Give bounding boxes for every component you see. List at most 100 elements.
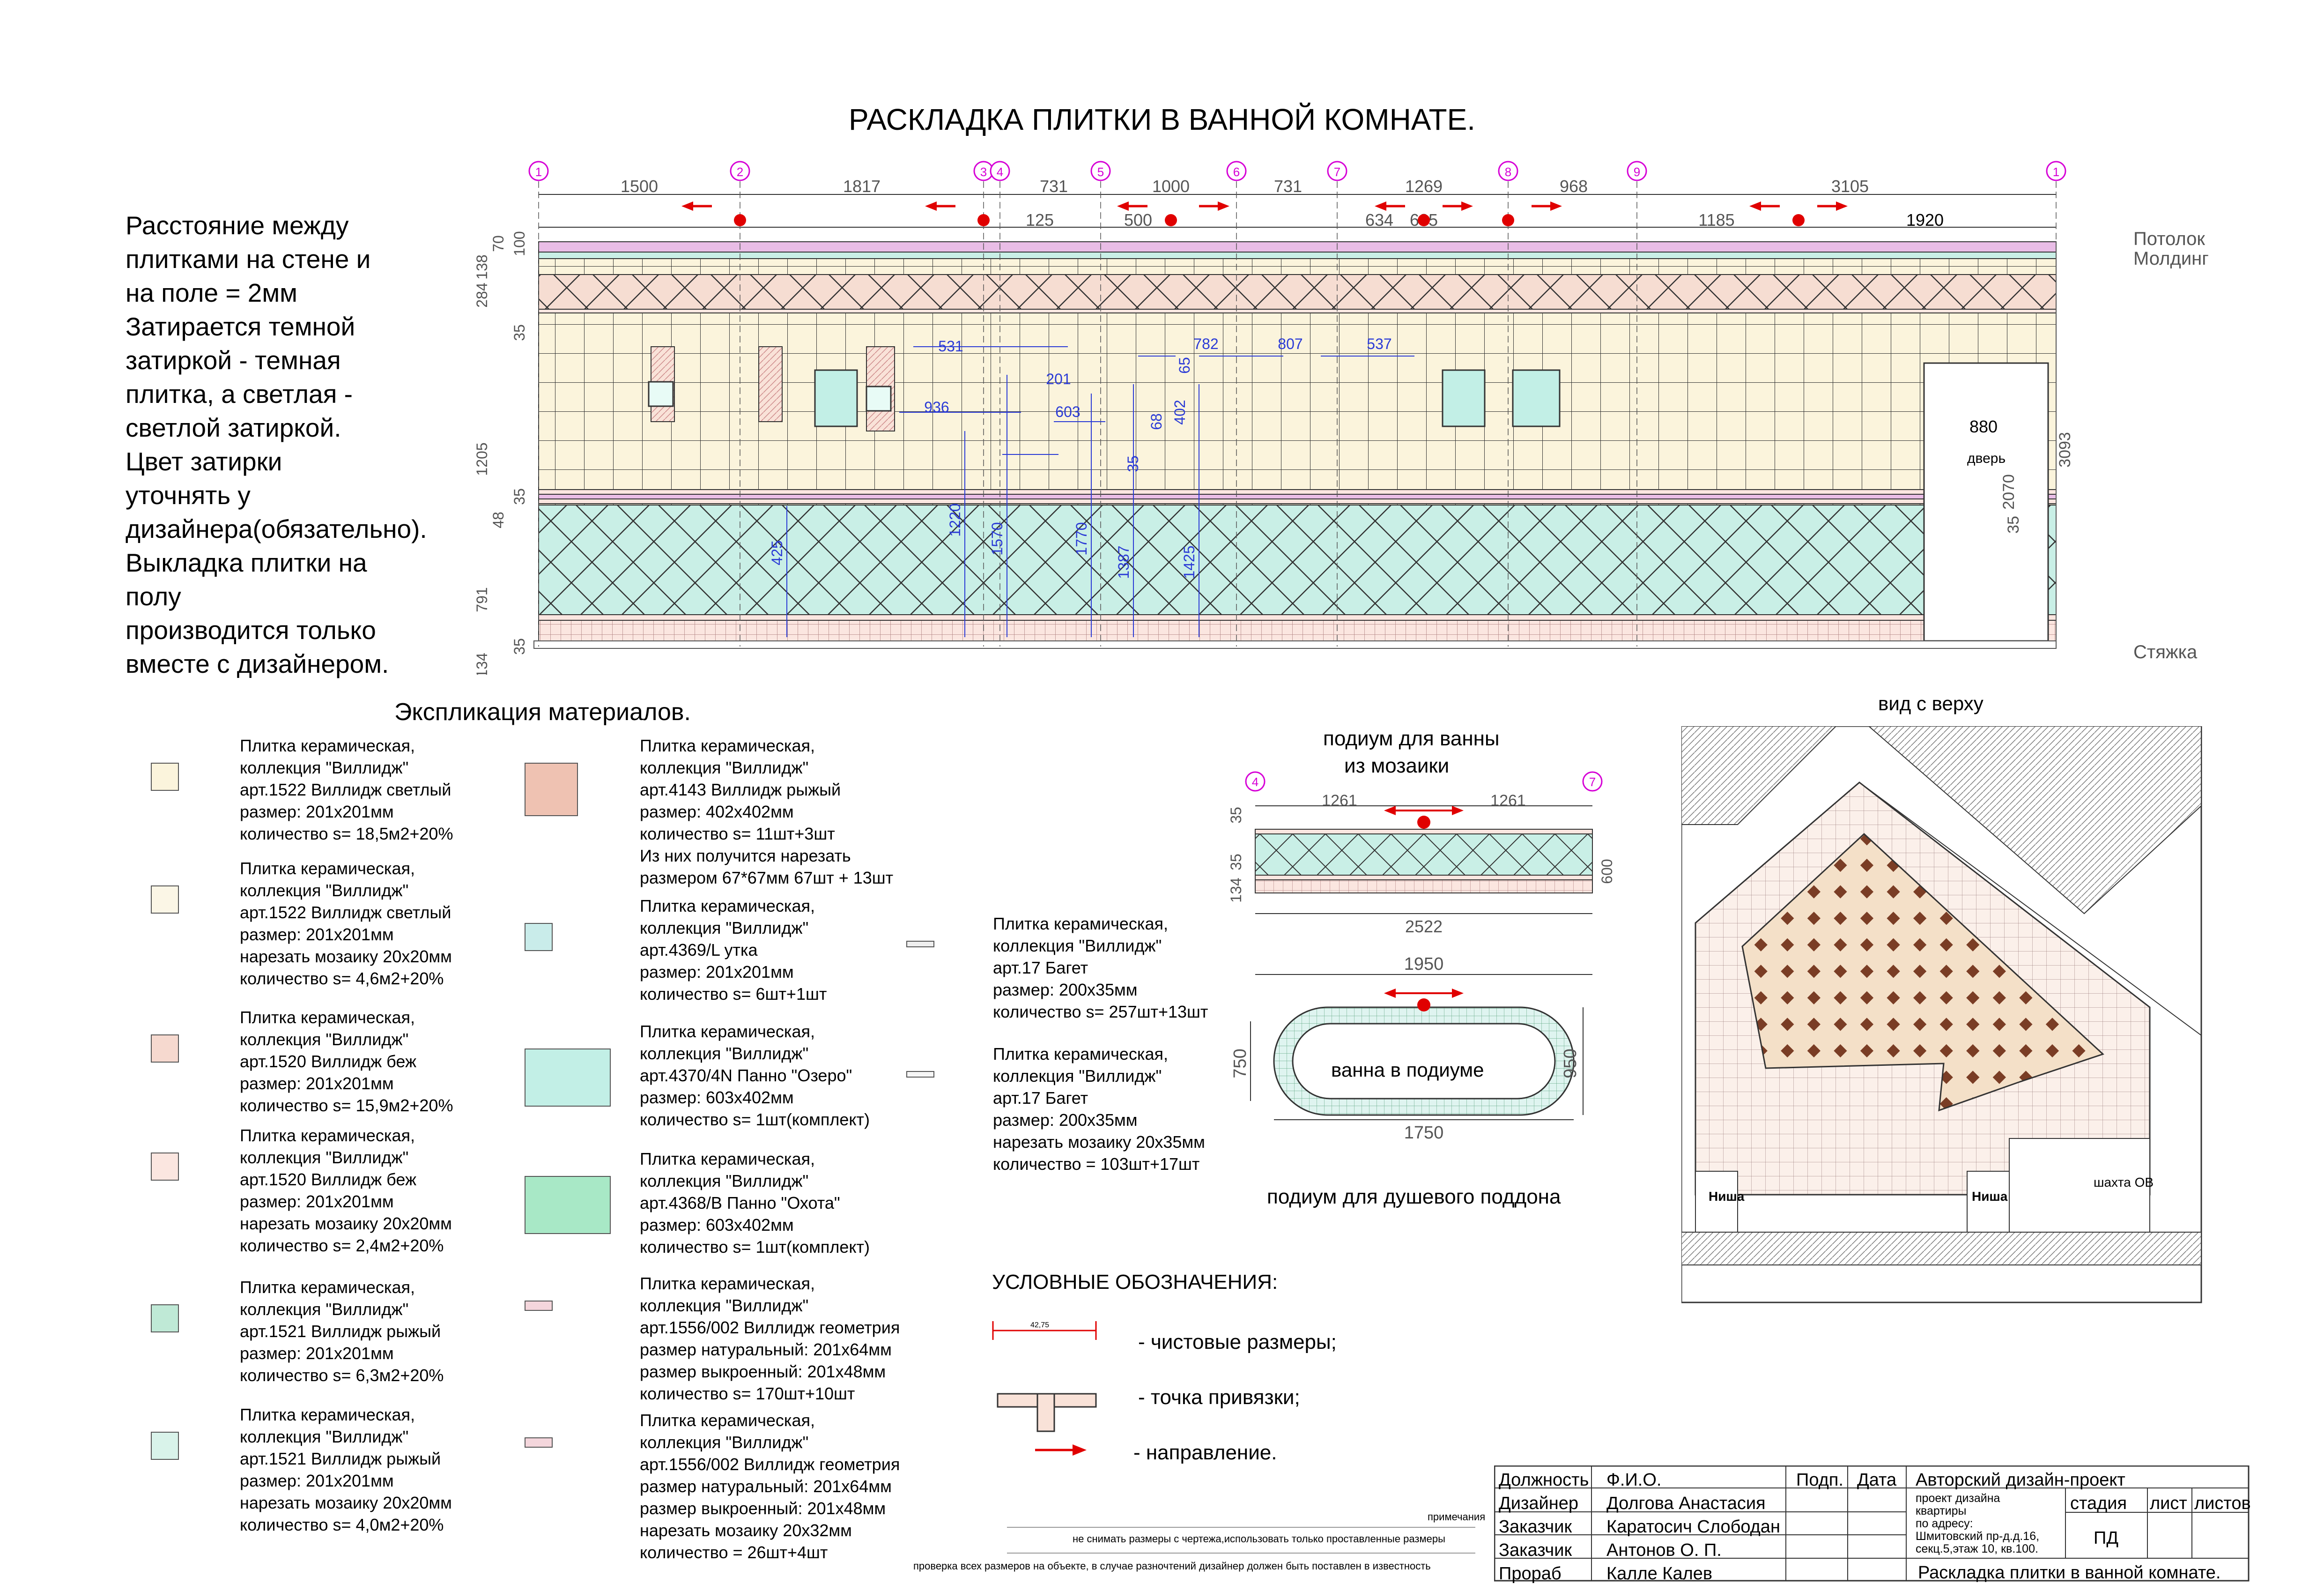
note-line: плитка, а светлая - bbox=[126, 379, 353, 409]
inner-dim: 68 bbox=[1148, 413, 1165, 430]
sub-dim: 500 bbox=[1124, 210, 1152, 230]
notes-rules bbox=[1007, 1527, 1475, 1554]
notes-line-2: проверка всех размеров на объекте, в слу… bbox=[913, 1560, 1431, 1572]
material-line: Из них получится нарезать bbox=[640, 846, 851, 865]
stamp-project: Авторский дизайн-проект bbox=[1916, 1470, 2125, 1490]
material-line: арт.1521 Виллидж рыжый bbox=[240, 1449, 441, 1468]
material-entry: Плитка керамическая,коллекция "Виллидж"а… bbox=[240, 1404, 452, 1536]
right-dim: 35 bbox=[2005, 516, 2022, 534]
inner-dim: 1570 bbox=[989, 522, 1006, 555]
top-dim: 731 bbox=[1274, 177, 1302, 196]
direction-arrow bbox=[1749, 201, 1761, 211]
stamp-sheet-header: лист bbox=[2150, 1494, 2187, 1513]
material-line: Плитка керамическая, bbox=[640, 1411, 815, 1430]
axis-marker bbox=[1327, 161, 1347, 181]
axis-marker bbox=[1582, 771, 1603, 792]
direction-arrow bbox=[1117, 201, 1129, 211]
stamp-person-name: Каратосич Слободан bbox=[1606, 1517, 1780, 1537]
material-line: коллекция "Виллидж" bbox=[640, 1296, 809, 1315]
direction-arrow bbox=[1375, 201, 1386, 211]
material-line: нарезать мозаику 20х32мм bbox=[640, 1521, 852, 1540]
material-line: размер выкроенный: 201х48мм bbox=[640, 1499, 886, 1518]
bath-podium-drawing: 1261126125223535396134600195017507509501… bbox=[1227, 771, 1615, 1143]
stamp-person-name: Калле Калев bbox=[1606, 1564, 1713, 1584]
right-dim: 3093 bbox=[2056, 432, 2074, 468]
material-entry: Плитка керамическая,коллекция "Виллидж"а… bbox=[640, 1148, 870, 1258]
stamp-stage-value: ПД bbox=[2094, 1528, 2119, 1548]
note-line: Цвет затирки bbox=[126, 447, 282, 476]
axis-label: 4 bbox=[997, 165, 1003, 179]
left-dim: 284 bbox=[474, 283, 490, 307]
material-line: Плитка керамическая, bbox=[640, 1274, 815, 1293]
material-swatch bbox=[906, 941, 934, 947]
stamp-person-name: Долгова Анастасия bbox=[1606, 1494, 1766, 1513]
material-line: Плитка керамическая, bbox=[640, 1149, 815, 1168]
notes-line-1: не снимать размеры с чертежа,использоват… bbox=[1073, 1533, 1445, 1545]
legend-item-direction: - направление. bbox=[1133, 1441, 1277, 1464]
material-line: нарезать мозаику 20х20мм bbox=[240, 947, 452, 966]
stamp-person-name: Антонов О. П. bbox=[1606, 1540, 1722, 1560]
material-line: количество s= 15,9м2+20% bbox=[240, 1096, 453, 1115]
material-line: размер: 402х402мм bbox=[640, 802, 794, 821]
bath-in-podium-label: ванна в подиуме bbox=[1331, 1059, 1484, 1081]
material-line: коллекция "Виллидж" bbox=[240, 1148, 409, 1167]
axis-label: 5 bbox=[1097, 165, 1104, 179]
left-dim: 35 bbox=[511, 324, 528, 341]
material-line: арт.4369/L утка bbox=[640, 940, 758, 959]
top-dim: 1817 bbox=[843, 177, 881, 196]
axis-label: 1 bbox=[2053, 165, 2059, 179]
sub-dim: 634 bbox=[1365, 210, 1393, 230]
inner-dim: 782 bbox=[1193, 335, 1218, 352]
notes-heading: примечания bbox=[1428, 1511, 1486, 1523]
direction-arrow bbox=[1461, 201, 1473, 211]
material-line: Плитка керамическая, bbox=[240, 859, 415, 878]
material-line: количество s= 170шт+10шт bbox=[640, 1384, 855, 1403]
title-block-grid bbox=[1494, 1465, 2250, 1582]
podium-dim: 35 bbox=[1228, 807, 1244, 824]
axis-marker bbox=[1090, 161, 1111, 181]
material-line: Плитка керамическая, bbox=[240, 1008, 415, 1027]
material-entry: Плитка керамическая,коллекция "Виллидж"а… bbox=[240, 1124, 452, 1257]
material-line: количество s= 4,0м2+20% bbox=[240, 1515, 444, 1534]
material-line: количество = 103шт+17шт bbox=[993, 1154, 1200, 1174]
material-line: арт.4370/4N Панно "Озеро" bbox=[640, 1066, 852, 1085]
material-swatch bbox=[525, 763, 578, 816]
left-dim: 138 bbox=[474, 254, 490, 279]
screed-label: Стяжка bbox=[2133, 642, 2198, 662]
material-line: размер: 200х35мм bbox=[993, 980, 1138, 999]
material-line: размер: 201х201мм bbox=[240, 802, 394, 821]
material-line: Плитка керамическая, bbox=[240, 736, 415, 755]
left-dim: 70 bbox=[490, 235, 507, 252]
anchor-point bbox=[1418, 214, 1430, 226]
material-line: количество s= 1шт(комплект) bbox=[640, 1110, 870, 1129]
material-entry: Плитка керамическая,коллекция "Виллидж"а… bbox=[640, 735, 893, 889]
material-swatch bbox=[906, 1071, 934, 1078]
inner-dim: 425 bbox=[769, 540, 785, 565]
material-swatch bbox=[151, 1034, 179, 1063]
stamp-stage-header: стадия bbox=[2070, 1494, 2127, 1513]
material-line: размер: 201х201мм bbox=[240, 925, 394, 944]
top-dim: 3105 bbox=[1831, 177, 1869, 196]
material-line: размер: 201х201мм bbox=[240, 1192, 394, 1211]
drawing-title: РАСКЛАДКА ПЛИТКИ В ВАННОЙ КОМНАТЕ. bbox=[848, 103, 1476, 136]
material-entry: Плитка керамическая,коллекция "Виллидж"а… bbox=[240, 857, 452, 989]
material-entry: Плитка керамическая,коллекция "Виллидж"а… bbox=[640, 1272, 900, 1405]
material-line: нарезать мозаику 20х20мм bbox=[240, 1214, 452, 1233]
right-dim: 2070 bbox=[2000, 474, 2018, 510]
material-swatch bbox=[525, 1437, 553, 1448]
note-line: вместе с дизайнером. bbox=[126, 649, 389, 678]
anchor-point bbox=[977, 214, 990, 226]
material-line: арт.4143 Виллидж рыжый bbox=[640, 780, 841, 799]
material-line: арт.1522 Виллидж светлый bbox=[240, 780, 451, 799]
material-swatch bbox=[525, 923, 553, 951]
svg-text:42,75: 42,75 bbox=[1030, 1321, 1049, 1329]
direction-arrow bbox=[1836, 201, 1848, 211]
legend-item-anchor: - точка привязки; bbox=[1138, 1386, 1300, 1409]
axis-label: 8 bbox=[1505, 165, 1511, 179]
axis-label: 7 bbox=[1334, 165, 1340, 179]
material-line: размер: 201х201мм bbox=[240, 1471, 394, 1490]
podium-dim: 134 bbox=[1228, 878, 1244, 902]
axis-marker bbox=[1245, 771, 1266, 792]
material-line: Плитка керамическая, bbox=[240, 1126, 415, 1145]
